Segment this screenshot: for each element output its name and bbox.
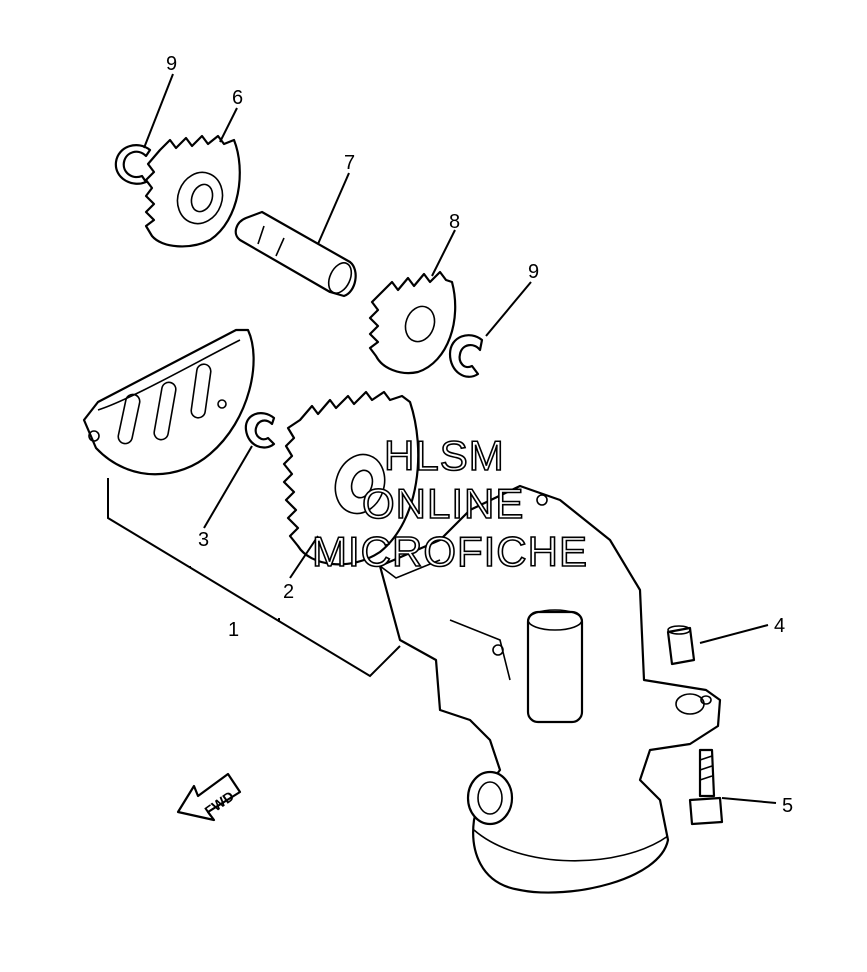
circlip-part-9-upper: [114, 144, 152, 185]
shaft-part-7: [234, 210, 357, 298]
callout-8: 8: [449, 211, 460, 233]
assembly-bracket-1: [107, 478, 401, 678]
bolt-part-5: [688, 748, 724, 826]
dowel-pin-part-4: [666, 625, 696, 666]
leader-lines: [143, 73, 777, 804]
pump-cover: [82, 328, 255, 476]
callout-labels: 9 6 7 8 9 3 2 1 4 5: [166, 53, 793, 817]
watermark-line-1: HLSM: [384, 432, 505, 479]
callout-9-upper: 9: [166, 53, 177, 75]
gear-part-2: [282, 390, 420, 566]
callout-5: 5: [782, 795, 793, 817]
watermark-line-3: MICROFICHE: [312, 528, 588, 575]
watermark-line-2: ONLINE: [362, 480, 524, 527]
callout-9-lower: 9: [528, 261, 539, 283]
circlip-part-9-lower: [448, 334, 484, 378]
callout-4: 4: [774, 615, 785, 637]
oil-pump-body: [378, 484, 722, 894]
circlip-part-3: [244, 412, 276, 449]
gear-part-6: [144, 134, 241, 248]
watermark: HLSM ONLINE MICROFICHE: [311, 431, 588, 576]
callout-2: 2: [283, 581, 294, 603]
callout-3: 3: [198, 529, 209, 551]
callout-1: 1: [228, 619, 239, 641]
fwd-arrow: FWD: [176, 772, 242, 822]
gear-part-8: [368, 270, 457, 375]
callout-6: 6: [232, 87, 243, 109]
callout-7: 7: [344, 152, 355, 174]
